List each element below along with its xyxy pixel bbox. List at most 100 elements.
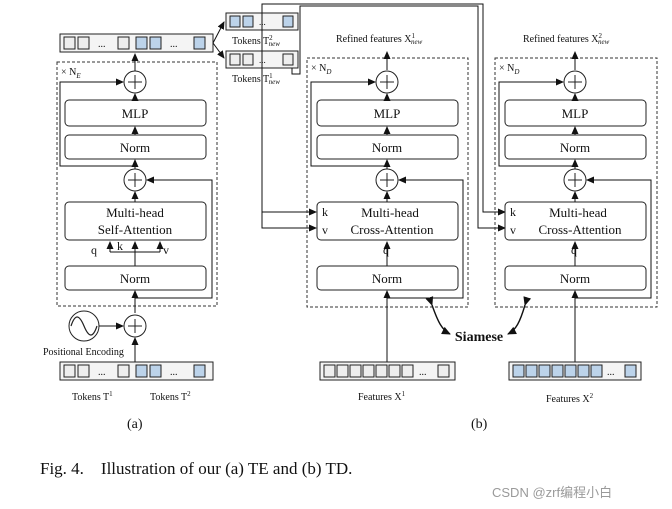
tokens-t1-label: Tokens T1 (72, 390, 113, 403)
token-cell (117, 36, 130, 50)
td2-norm-bottom-label: Norm (560, 271, 590, 286)
td2-k-label: k (510, 205, 516, 219)
feature-cell (590, 364, 603, 378)
to-t2new-arrow (212, 21, 225, 44)
tokens-t2-label: Tokens T2 (150, 390, 191, 403)
td1-add-top (375, 70, 399, 94)
td2-mlp-label: MLP (562, 106, 589, 121)
td2-features-label: Features X2 (546, 392, 594, 405)
feature-cell (375, 364, 388, 378)
caption-a: (a) (127, 417, 143, 432)
td2-norm-top-label: Norm (560, 140, 590, 155)
te-repeat-label: × NE (61, 67, 81, 80)
token-cell (282, 15, 294, 28)
te-residual-middle (135, 176, 213, 299)
td1-v-label: v (322, 223, 328, 237)
te-v-label: v (163, 243, 169, 257)
watermark: CSDN @zrf编程小白 (492, 485, 612, 500)
feature-cell (538, 364, 551, 378)
te-attn-line1: Multi-head (106, 205, 164, 220)
pos-enc-label: Positional Encoding (43, 347, 124, 358)
token-cell (63, 364, 76, 378)
ellipsis: ... (607, 367, 615, 378)
token-cell (77, 364, 90, 378)
te-add-middle (123, 168, 147, 192)
feature-cell (323, 364, 336, 378)
ellipsis: ... (419, 367, 427, 378)
ellipsis: ... (98, 39, 106, 50)
td1-mlp-label: MLP (374, 106, 401, 121)
ellipsis: ... (170, 367, 178, 378)
feature-cell (624, 364, 637, 378)
caption-b: (b) (471, 417, 488, 432)
te-add-input (123, 314, 147, 338)
td1-feature-strip: ... (319, 361, 456, 381)
feature-cell (577, 364, 590, 378)
te-add-top (123, 70, 147, 94)
td2-add-middle (563, 168, 587, 192)
feature-cell (336, 364, 349, 378)
td2-residual-top (498, 78, 575, 167)
td2-residual-middle (575, 176, 652, 299)
td2-v-label: v (510, 223, 516, 237)
feature-cell (437, 364, 450, 378)
token-cell (149, 364, 162, 378)
token-cell (63, 36, 76, 50)
td1-norm-bottom-label: Norm (372, 271, 402, 286)
token-cell (229, 15, 241, 28)
te-k-label: k (117, 239, 123, 253)
feature-cell (512, 364, 525, 378)
t1new-to-td2-v (291, 5, 506, 232)
token-cell (229, 53, 241, 66)
siamese-label: Siamese (455, 330, 503, 345)
te-mlp-label: MLP (122, 106, 149, 121)
td2-add-top (563, 70, 587, 94)
token-cell (282, 53, 294, 66)
td2-attn-line1: Multi-head (549, 205, 607, 220)
siamese-right-arrow (507, 296, 532, 335)
feature-cell (551, 364, 564, 378)
td1-features-label: Features X1 (358, 390, 406, 403)
feature-cell (525, 364, 538, 378)
feature-cell (349, 364, 362, 378)
td1-add-middle (375, 168, 399, 192)
td1-residual-top (310, 78, 387, 167)
token-cell (135, 364, 148, 378)
te-output-token-strip: ... ... (59, 33, 214, 53)
token-cell (242, 53, 254, 66)
ellipsis: ... (170, 39, 178, 50)
te-repeat-block (56, 61, 218, 307)
token-cell (77, 36, 90, 50)
td1-attn-line1: Multi-head (361, 205, 419, 220)
token-cell (117, 364, 130, 378)
to-t1new-arrow (212, 42, 225, 59)
te-q-label: q (91, 243, 97, 257)
ellipsis: ... (98, 367, 106, 378)
td2-q-label: q (571, 243, 577, 257)
figure-caption: Fig. 4. Illustration of our (a) TE and (… (40, 459, 352, 478)
feature-cell (388, 364, 401, 378)
token-cell (135, 36, 148, 50)
t1new-to-td1-v (261, 68, 317, 232)
td1-q-label: q (383, 243, 389, 257)
sine-wave-icon (68, 310, 100, 342)
token-cell (193, 36, 206, 50)
td1-residual-middle (387, 176, 464, 299)
token-cell (193, 364, 206, 378)
feature-cell (401, 364, 414, 378)
te-input-token-strip: ... ... (59, 361, 214, 381)
te-norm-top-label: Norm (120, 140, 150, 155)
te-norm-bottom-label: Norm (120, 271, 150, 286)
siamese-left-arrow (425, 296, 451, 335)
td1-k-label: k (322, 205, 328, 219)
token-cell (242, 15, 254, 28)
te-residual-top (59, 78, 135, 167)
td1-attn-line2: Cross-Attention (350, 222, 434, 237)
t2new-to-td2-k (261, 3, 506, 216)
feature-cell (362, 364, 375, 378)
td2-attn-line2: Cross-Attention (538, 222, 622, 237)
feature-cell (564, 364, 577, 378)
